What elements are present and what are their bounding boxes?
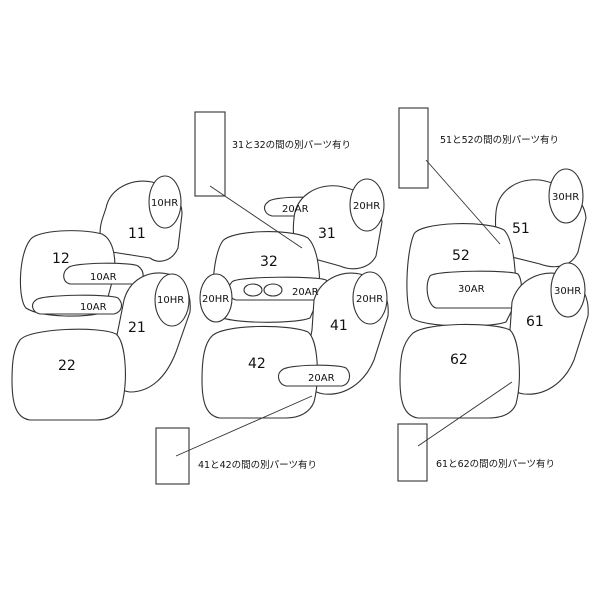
leader-51-52 [425,159,501,245]
group-right [399,168,589,419]
group-left [11,175,191,421]
label-30ar: 30AR [458,284,485,295]
label-20hr-41: 20HR [356,294,383,305]
label-20hr-31: 20HR [353,201,380,212]
label-20ar-low: 20AR [308,373,335,384]
part-62-cushion [399,323,520,419]
part-42-cushion [201,325,318,419]
part-10ar-lower-armrest [31,294,123,315]
leader-61-62 [417,381,513,447]
note-box-41-42 [155,427,190,485]
label-10hr-upper: 10HR [151,198,178,209]
label-61: 61 [526,314,544,330]
label-62: 62 [450,352,468,368]
label-20ar-mid: 20AR [292,287,319,298]
label-10ar-lower: 10AR [80,302,107,313]
part-20hr-32-headrest [199,273,233,323]
part-20hr-41-headrest [352,271,388,325]
notes-layer [155,107,513,485]
cup-holder-left-icon [243,283,263,297]
part-22-cushion [11,328,126,421]
label-10ar-upper: 10AR [90,272,117,283]
part-10hr-lower-headrest [154,273,190,327]
note-box-61-62 [397,423,428,482]
label-11: 11 [128,226,146,242]
note-box-31-32 [194,111,226,197]
group-middle [199,178,389,419]
label-30hr-upper: 30HR [552,192,579,203]
part-30hr-lower-headrest [550,262,586,318]
leader-31-32 [209,185,303,249]
label-41: 41 [330,318,348,334]
labels-layer: 11 10HR 12 10AR 10AR 10HR 21 22 20AR 31 … [52,134,581,471]
leader-41-42 [175,395,313,457]
label-42: 42 [248,356,266,372]
part-30hr-upper-headrest [548,168,584,224]
label-31: 31 [318,226,336,242]
note-text-31-32: 31と32の間の別パーツ有り [232,139,351,151]
part-20ar-low-armrest [277,364,351,387]
label-20ar-top: 20AR [282,204,309,215]
label-21: 21 [128,320,146,336]
note-text-61-62: 61と62の間の別パーツ有り [436,458,555,470]
label-51: 51 [512,221,530,237]
label-20hr-32: 20HR [202,294,229,305]
part-20hr-31-headrest [349,178,385,232]
label-32: 32 [260,254,278,270]
note-text-41-42: 41と42の間の別パーツ有り [198,459,317,471]
label-10hr-lower: 10HR [157,295,184,306]
label-12: 12 [52,251,70,267]
label-52: 52 [452,248,470,264]
part-10hr-upper-headrest [148,175,182,229]
label-22: 22 [58,358,76,374]
cup-holder-right-icon [263,283,283,297]
label-30hr-lower: 30HR [554,286,581,297]
note-text-51-52: 51と52の間の別パーツ有り [440,134,559,146]
note-box-51-52 [398,107,429,189]
